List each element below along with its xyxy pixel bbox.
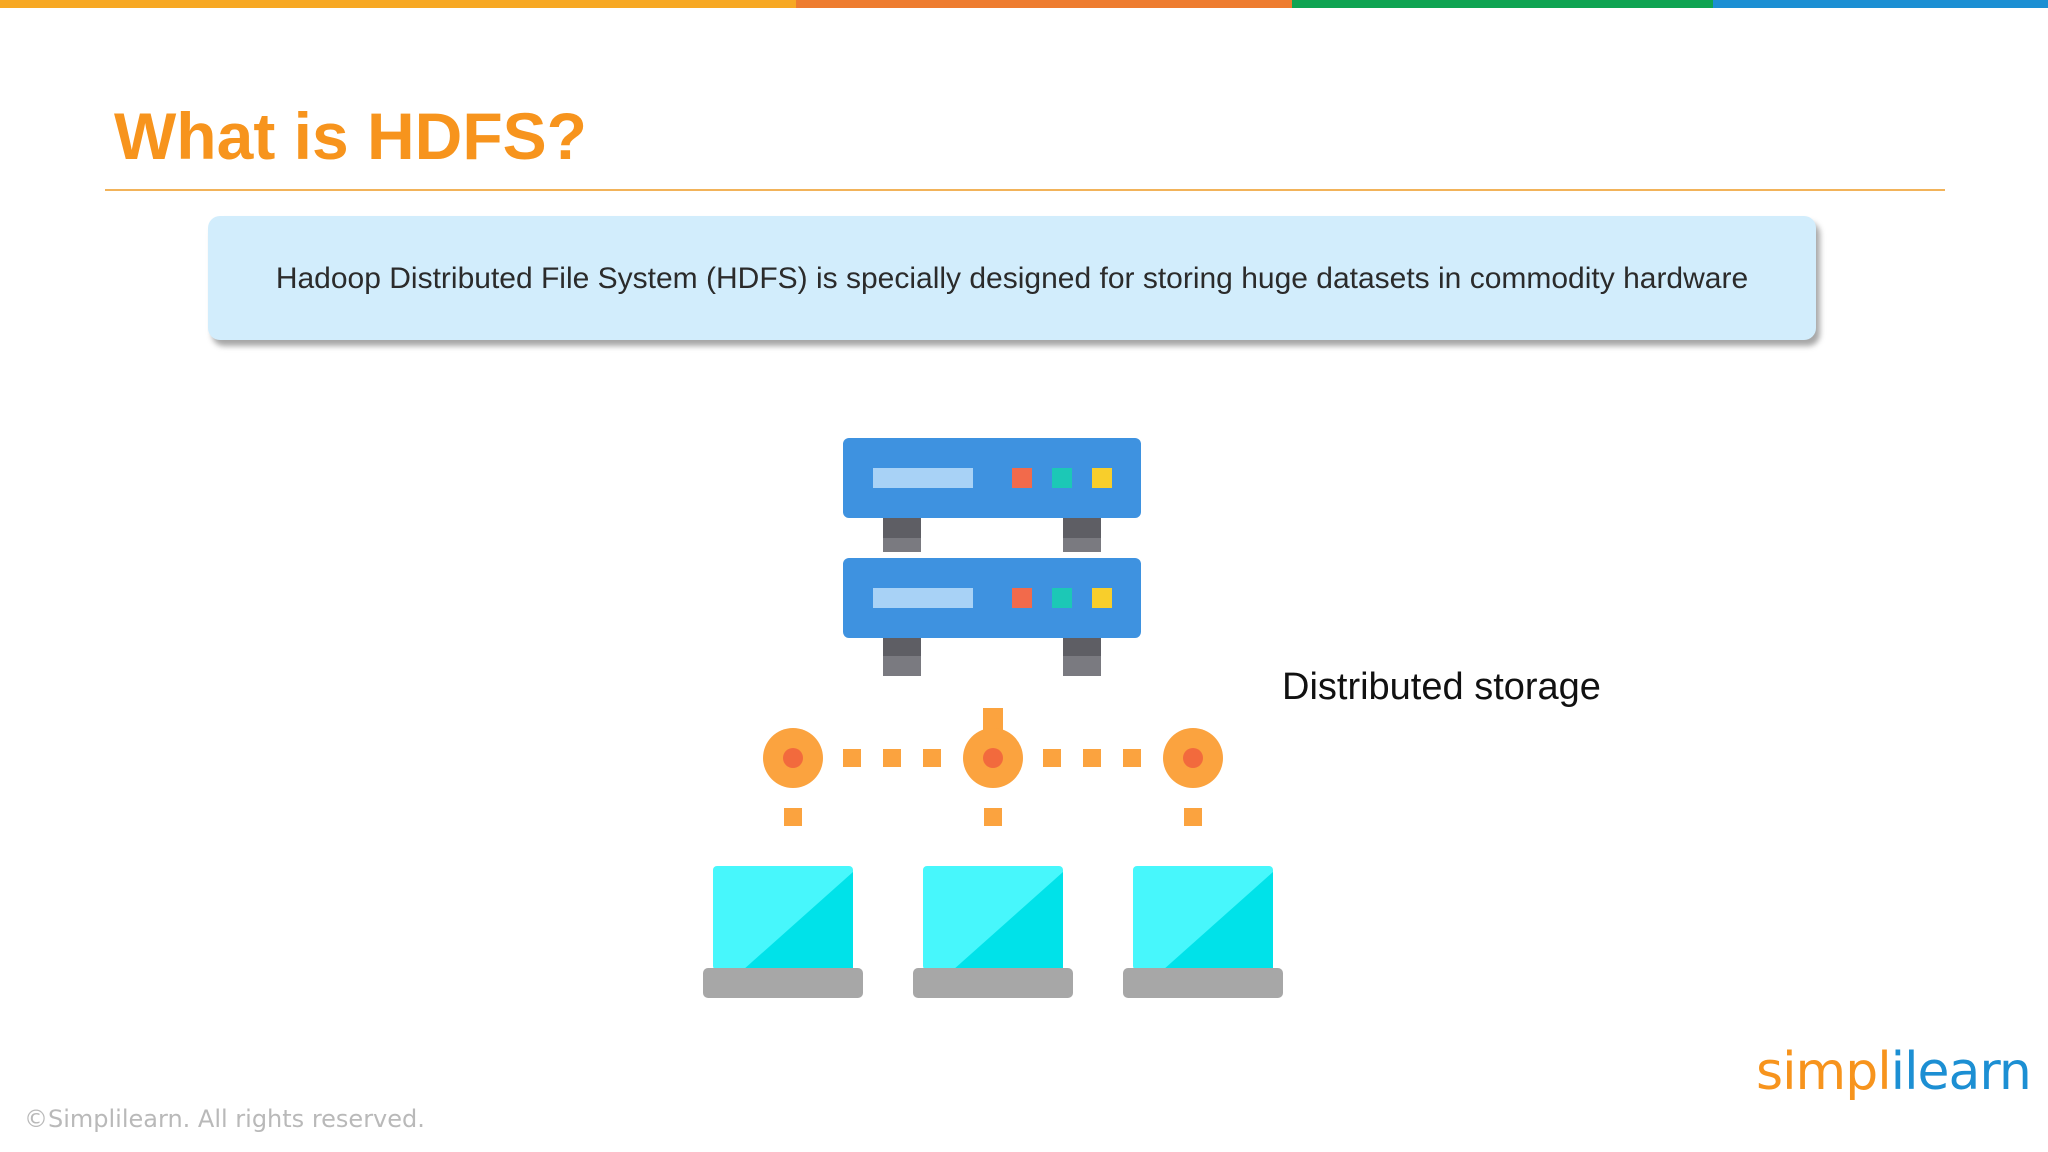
server-unit-bottom bbox=[843, 558, 1141, 638]
top-bar-blue-segment bbox=[1713, 0, 2048, 8]
top-bar-yellow-segment bbox=[0, 0, 796, 8]
logo-text-blue: ilearn bbox=[1890, 1042, 2032, 1102]
logo-text-orange: simpl bbox=[1756, 1042, 1892, 1102]
top-bar-orange-segment bbox=[796, 0, 1292, 8]
laptop-icon bbox=[703, 866, 1283, 998]
top-bar-green-segment bbox=[1292, 0, 1713, 8]
top-color-bar bbox=[0, 0, 2048, 8]
simplilearn-logo: simplilearn bbox=[1756, 1040, 2032, 1104]
title-divider bbox=[105, 189, 1945, 191]
slide-title: What is HDFS? bbox=[114, 99, 587, 173]
definition-box: Hadoop Distributed File System (HDFS) is… bbox=[208, 216, 1816, 340]
laptop-right bbox=[1123, 866, 1283, 998]
definition-text: Hadoop Distributed File System (HDFS) is… bbox=[275, 261, 1749, 295]
distributed-storage-diagram bbox=[703, 438, 1283, 998]
server-rack-icon bbox=[843, 438, 1141, 676]
network-node-icon bbox=[763, 708, 1223, 826]
laptop-left bbox=[703, 866, 863, 998]
server-unit-top bbox=[843, 438, 1141, 518]
laptop-middle bbox=[913, 866, 1073, 998]
copyright-notice: ©Simplilearn. All rights reserved. bbox=[24, 1105, 425, 1133]
distributed-storage-label: Distributed storage bbox=[1282, 666, 1601, 708]
